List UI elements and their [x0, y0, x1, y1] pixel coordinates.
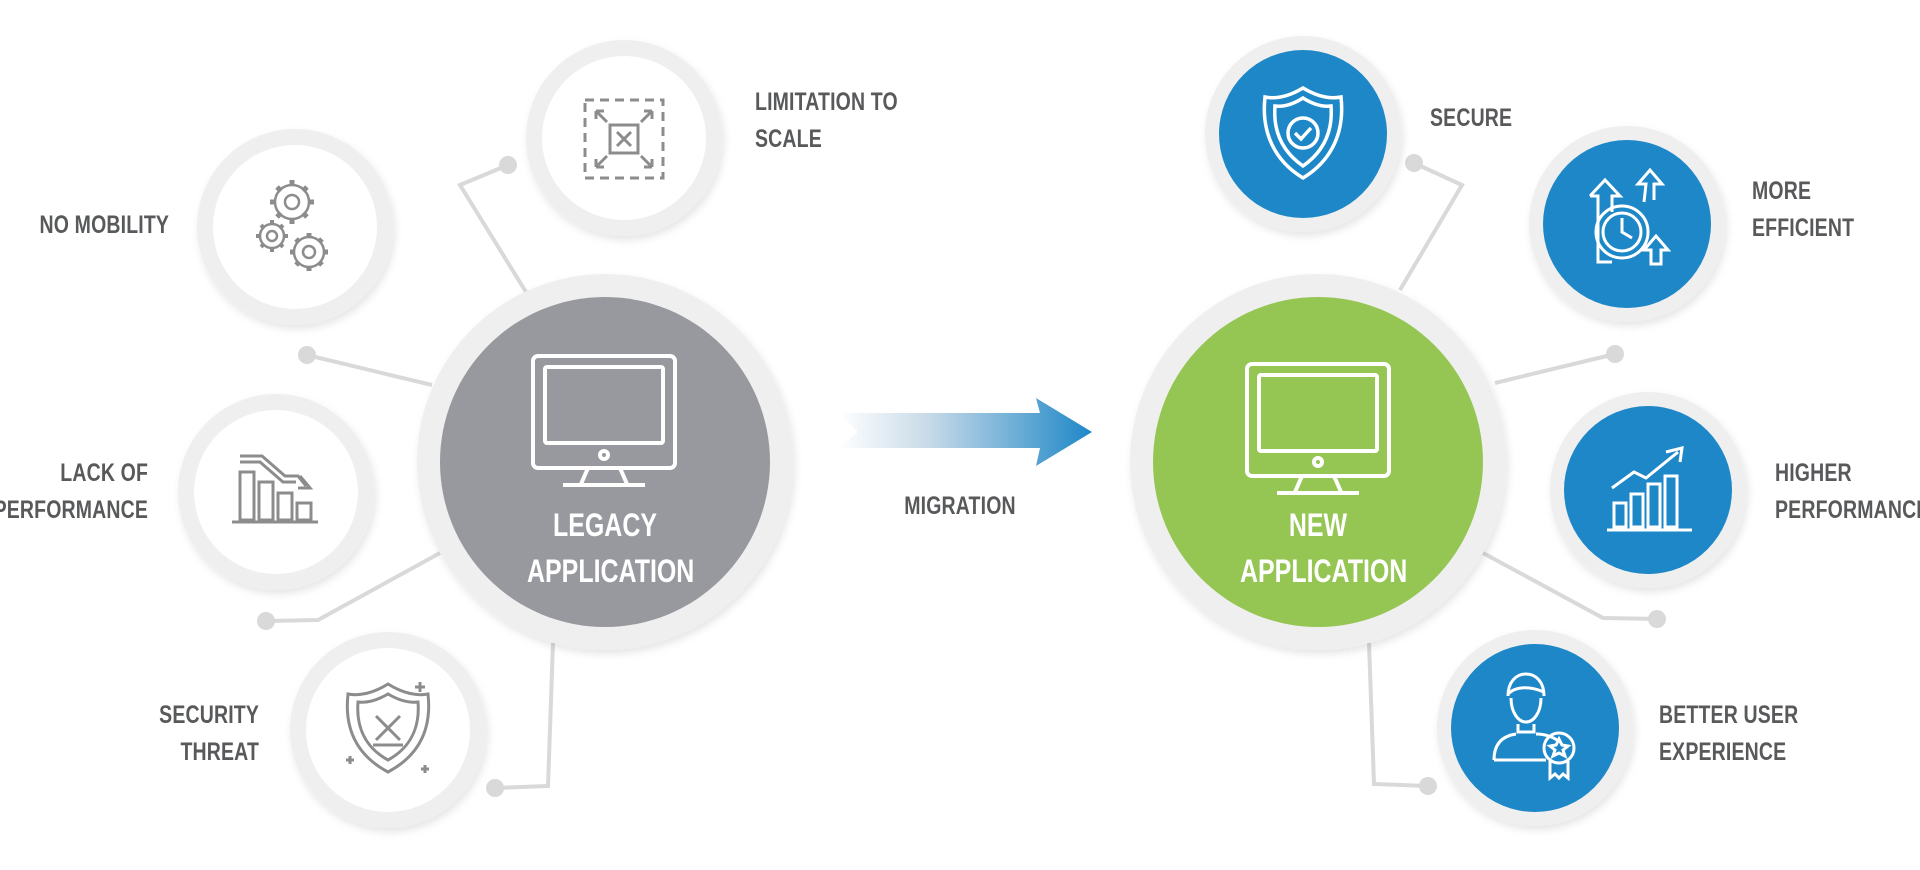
connector-lack-performance	[265, 551, 441, 623]
label-line1: BETTER USER	[1659, 701, 1799, 729]
label-line1: SECURE	[1430, 104, 1513, 132]
connector-security-threat	[494, 642, 555, 790]
new-hub	[1130, 274, 1506, 650]
connector-dot-secure	[1405, 154, 1423, 172]
shield-check-icon	[1262, 85, 1344, 181]
connector-dot-no-mobility	[298, 346, 316, 364]
clock-arrows-up-icon	[1588, 167, 1672, 266]
connector-efficient	[1494, 352, 1616, 385]
declining-chart-icon	[232, 454, 318, 524]
label-line2: EFFICIENT	[1752, 214, 1855, 242]
connector-dot-user-experience	[1419, 777, 1437, 795]
desktop-monitor-icon	[1245, 362, 1391, 495]
connector-limitation	[457, 163, 528, 294]
migration-label: MIGRATION	[904, 492, 1016, 520]
label-line1: SECURITY	[159, 701, 259, 729]
legacy-hub	[417, 274, 793, 650]
secure-node	[1205, 36, 1401, 232]
no-mobility-node	[197, 129, 393, 325]
label-line1: NO MOBILITY	[39, 211, 169, 239]
new-title-line2: APPLICATION	[1240, 553, 1408, 589]
security-threat-node	[290, 632, 486, 828]
higher-performance-node	[1550, 392, 1746, 588]
label-no-mobility: NO MOBILITY	[39, 207, 169, 244]
migration-arrow	[838, 398, 1092, 466]
label-line1: MORE	[1752, 177, 1812, 205]
legacy-title-line1: LEGACY	[552, 507, 658, 543]
better-user-experience-node	[1437, 630, 1633, 826]
label-line2: PERFORMANCE	[0, 496, 148, 524]
label-line1: LIMITATION TO	[755, 88, 898, 116]
label-lack-of-performance: LACK OF PERFORMANCE	[0, 455, 148, 529]
label-line2: EXPERIENCE	[1659, 738, 1787, 766]
label-secure: SECURE	[1430, 100, 1512, 137]
new-application-title: NEW APPLICATION	[1240, 502, 1408, 594]
desktop-monitor-icon	[531, 354, 677, 487]
connector-dot-efficient	[1606, 345, 1624, 363]
new-title-line1: NEW	[1288, 507, 1348, 543]
user-badge-icon	[1492, 672, 1576, 782]
shield-x-icon	[345, 682, 431, 774]
connector-dot-limitation	[499, 156, 517, 174]
gears-icon	[256, 180, 328, 271]
label-line2: PERFORMANCE	[1775, 496, 1920, 524]
scale-limit-icon	[583, 98, 665, 180]
connector-dot-higher-performance	[1648, 610, 1666, 628]
legacy-connectors	[257, 156, 555, 797]
more-efficient-node	[1529, 126, 1725, 322]
label-higher-performance: HIGHER PERFORMANCE	[1775, 455, 1920, 529]
label-better-user-experience: BETTER USER EXPERIENCE	[1659, 697, 1798, 771]
legacy-application-title: LEGACY APPLICATION	[527, 502, 695, 594]
label-security-threat: SECURITY THREAT	[159, 697, 259, 771]
connector-higher-performance	[1482, 551, 1658, 621]
label-more-efficient: MORE EFFICIENT	[1752, 173, 1854, 247]
label-limitation-to-scale: LIMITATION TO SCALE	[755, 84, 898, 158]
lack-of-performance-node	[178, 394, 374, 590]
label-line1: HIGHER	[1775, 459, 1852, 487]
connector-no-mobility	[306, 353, 433, 387]
connector-dot-security-threat	[486, 779, 504, 797]
connector-user-experience	[1367, 642, 1429, 788]
label-line2: SCALE	[755, 125, 822, 153]
label-line1: LACK OF	[60, 459, 148, 487]
growth-chart-icon	[1607, 446, 1692, 532]
label-line2: THREAT	[180, 738, 259, 766]
connector-secure	[1398, 161, 1465, 292]
connector-dot-lack-performance	[257, 612, 275, 630]
legacy-title-line2: APPLICATION	[527, 553, 695, 589]
limitation-to-scale-node	[526, 40, 722, 236]
new-connectors	[1367, 154, 1666, 795]
